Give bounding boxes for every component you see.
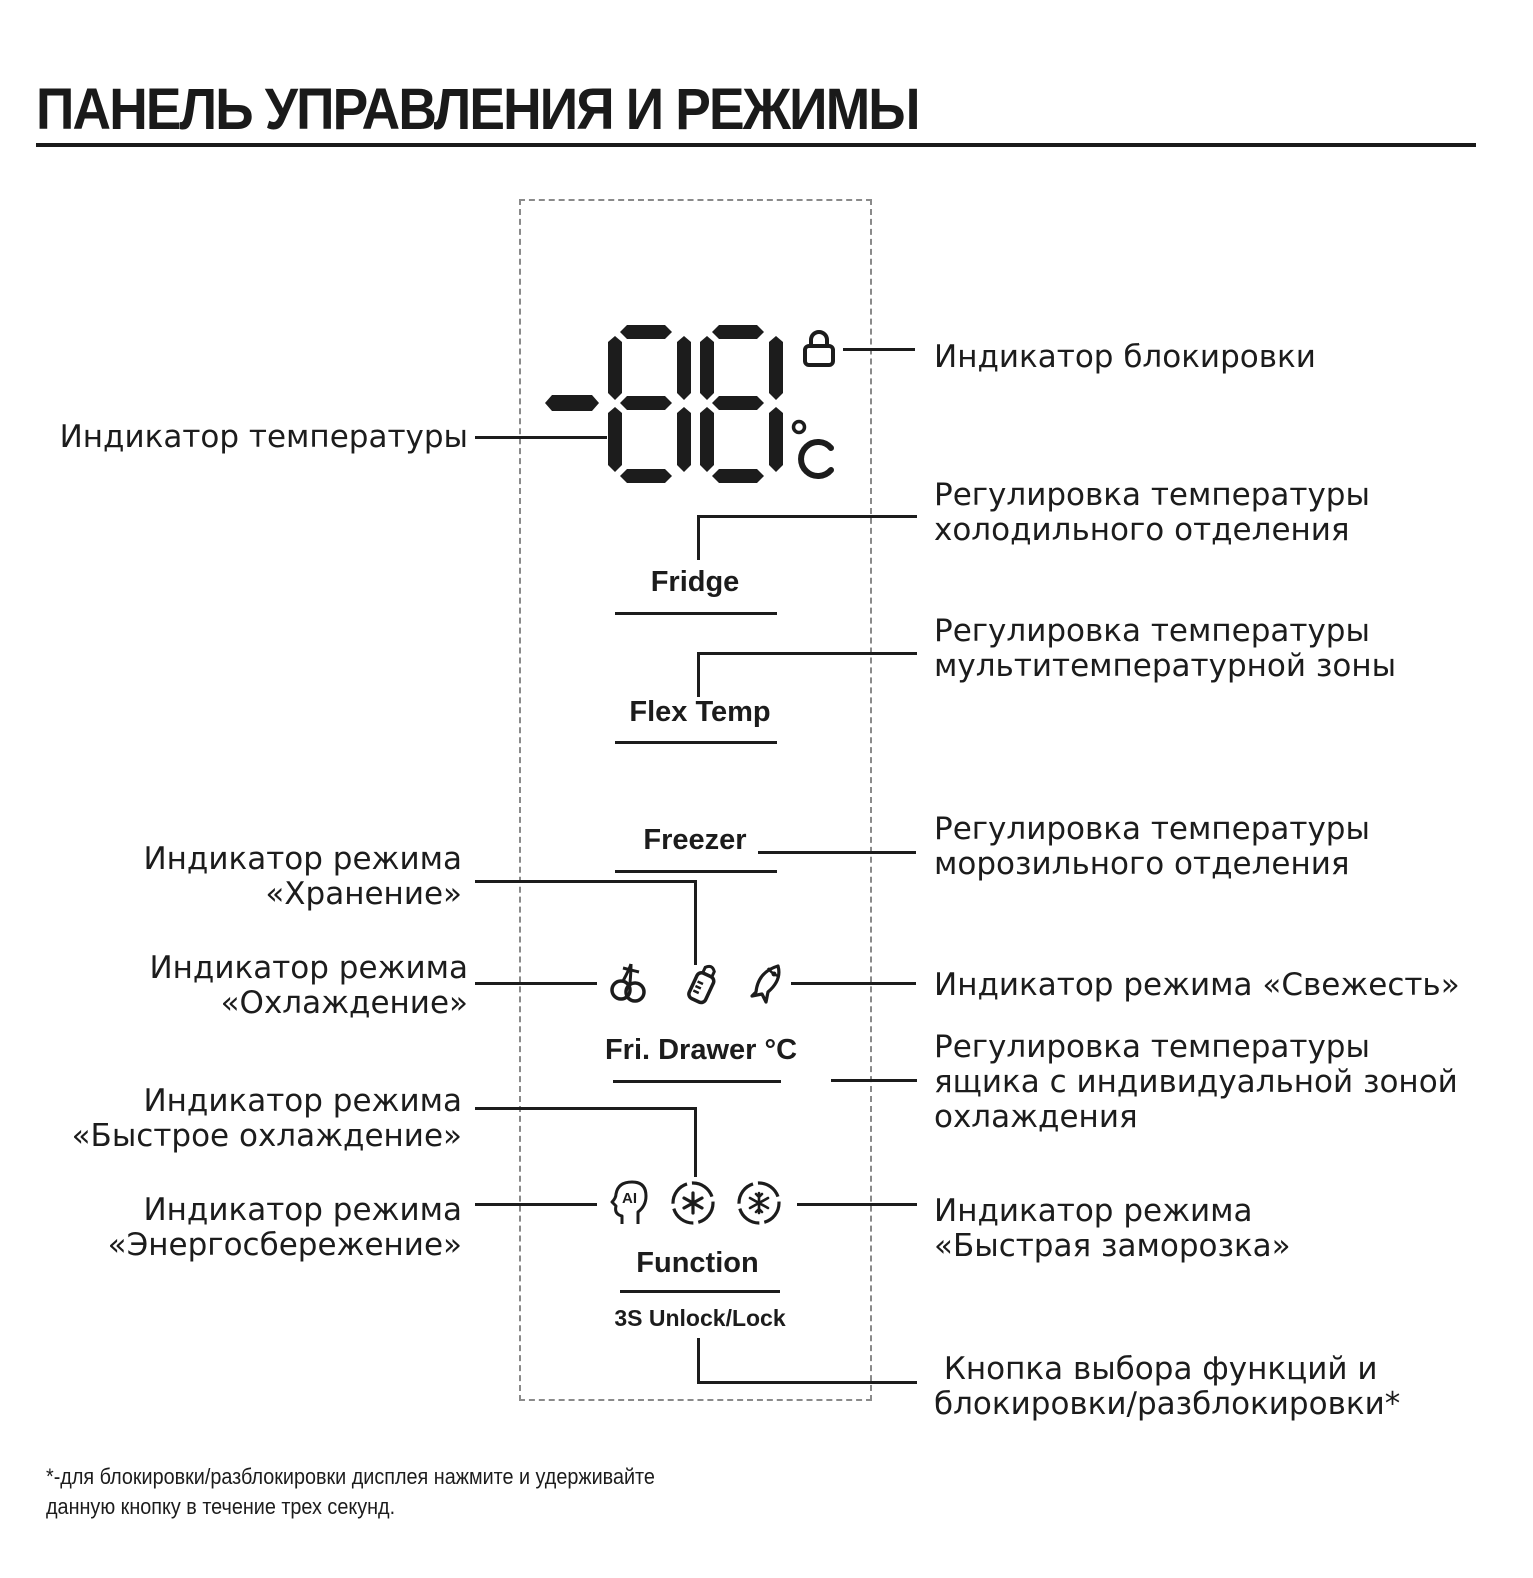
freezer-adjust-label: Регулировка температуры морозильного отд…	[934, 812, 1370, 882]
freezer-adjust-line2: морозильного отделения	[934, 846, 1350, 882]
fast-cool-leader-vertical	[694, 1107, 697, 1177]
storage-leader-horizontal	[475, 880, 697, 883]
fridge-adjust-label: Регулировка температуры холодильного отд…	[934, 478, 1370, 548]
function-button[interactable]: Function	[636, 1247, 759, 1279]
fri-drawer-button-underline	[613, 1080, 781, 1083]
fresh-mode-label: Индикатор режима «Свежесть»	[934, 967, 1460, 1003]
footnote-line2: данную кнопку в течение трех секунд.	[46, 1494, 396, 1519]
fridge-leader-horizontal	[697, 515, 917, 518]
eco-mode-label: Индикатор режима «Энергосбережение»	[40, 1193, 462, 1263]
fridge-adjust-line1: Регулировка температуры	[934, 477, 1370, 513]
freezer-button[interactable]: Freezer	[643, 824, 747, 856]
fast-freeze-line1: Индикатор режима	[934, 1193, 1253, 1229]
fridge-button[interactable]: Fridge	[650, 566, 740, 598]
asterisk-circle-icon	[671, 1181, 715, 1225]
storage-mode-line2: «Хранение»	[265, 876, 462, 912]
lock-icon	[803, 330, 835, 367]
fridge-leader-vertical	[697, 515, 700, 560]
ai-head-icon: AI	[610, 1180, 648, 1224]
flex-adjust-label: Регулировка температуры мультитемператур…	[934, 614, 1396, 684]
cooling-leader-line	[475, 982, 597, 985]
baby-bottle-icon	[687, 964, 716, 1005]
eco-mode-line1: Индикатор режима	[143, 1192, 462, 1228]
fridge-button-underline	[615, 612, 777, 615]
cooling-mode-line2: «Охлаждение»	[220, 985, 468, 1021]
lock-indicator-label: Индикатор блокировки	[934, 339, 1316, 375]
cooling-mode-label: Индикатор режима «Охлаждение»	[40, 951, 468, 1021]
fridge-adjust-line2: холодильного отделения	[934, 512, 1350, 548]
function-callout-line1: Кнопка выбора функций и	[934, 1351, 1378, 1387]
function-button-callout: Кнопка выбора функций и блокировки/разбл…	[934, 1352, 1400, 1422]
celsius-unit	[791, 418, 841, 487]
footnote: *-для блокировки/разблокировки дисплея н…	[46, 1462, 655, 1522]
temperature-display	[545, 325, 783, 483]
function-leader-horizontal	[697, 1381, 917, 1384]
storage-mode-label: Индикатор режима «Хранение»	[40, 842, 462, 912]
svg-text:AI: AI	[622, 1190, 637, 1207]
fast-freeze-line2: «Быстрая заморозка»	[934, 1228, 1291, 1264]
function-button-underline	[620, 1290, 780, 1293]
eco-mode-line2: «Энергосбережение»	[107, 1227, 462, 1263]
lock-leader-line	[843, 348, 915, 351]
storage-leader-vertical	[694, 880, 697, 965]
flex-leader-vertical	[697, 652, 700, 697]
flex-leader-horizontal	[697, 652, 917, 655]
flex-adjust-line1: Регулировка температуры	[934, 613, 1370, 649]
drawer-adjust-line2: ящика с индивидуальной зоной	[934, 1064, 1458, 1100]
drawer-adjust-line3: охлаждения	[934, 1099, 1138, 1135]
unlock-lock-label: 3S Unlock/Lock	[614, 1305, 786, 1331]
control-panel-outline	[519, 199, 872, 1401]
cooling-mode-line1: Индикатор режима	[149, 950, 468, 986]
seven-segment-digits-icon	[545, 325, 783, 483]
drawer-adjust-line1: Регулировка температуры	[934, 1029, 1370, 1065]
function-callout-line2: блокировки/разблокировки*	[934, 1386, 1401, 1422]
storage-mode-line1: Индикатор режима	[143, 841, 462, 877]
footnote-line1: *-для блокировки/разблокировки дисплея н…	[46, 1464, 655, 1489]
drawer-adjust-label: Регулировка температуры ящика с индивиду…	[934, 1030, 1458, 1135]
fast-freeze-mode-label: Индикатор режима «Быстрая заморозка»	[934, 1194, 1291, 1264]
snowflake-circle-icon	[737, 1181, 781, 1225]
flex-temp-button-underline	[615, 741, 777, 744]
fast-cool-leader-horizontal	[475, 1107, 697, 1110]
flex-adjust-line2: мультитемпературной зоны	[934, 648, 1397, 684]
temp-leader-line	[475, 436, 607, 439]
fish-icon	[750, 964, 781, 1004]
function-leader-vertical	[697, 1338, 700, 1384]
celsius-icon	[791, 419, 834, 479]
drawer-leader-line	[831, 1079, 917, 1082]
page-title: ПАНЕЛЬ УПРАВЛЕНИЯ И РЕЖИМЫ	[36, 77, 921, 142]
eco-leader-line	[475, 1203, 597, 1206]
freezer-adjust-line1: Регулировка температуры	[934, 811, 1370, 847]
freezer-button-underline	[615, 870, 777, 873]
fast-cool-mode-label: Индикатор режима «Быстрое охлаждение»	[40, 1084, 462, 1154]
fast-cool-line2: «Быстрое охлаждение»	[71, 1118, 462, 1154]
cherry-icon	[610, 963, 646, 1003]
fast-freeze-leader-line	[797, 1203, 917, 1206]
temp-indicator-label: Индикатор температуры	[59, 419, 468, 455]
flex-temp-button[interactable]: Flex Temp	[629, 696, 771, 728]
title-divider	[36, 143, 1476, 147]
fri-drawer-button[interactable]: Fri. Drawer °C	[604, 1034, 798, 1066]
fast-cool-line1: Индикатор режима	[143, 1083, 462, 1119]
freezer-leader-line	[758, 851, 916, 854]
fresh-leader-line	[791, 982, 916, 985]
